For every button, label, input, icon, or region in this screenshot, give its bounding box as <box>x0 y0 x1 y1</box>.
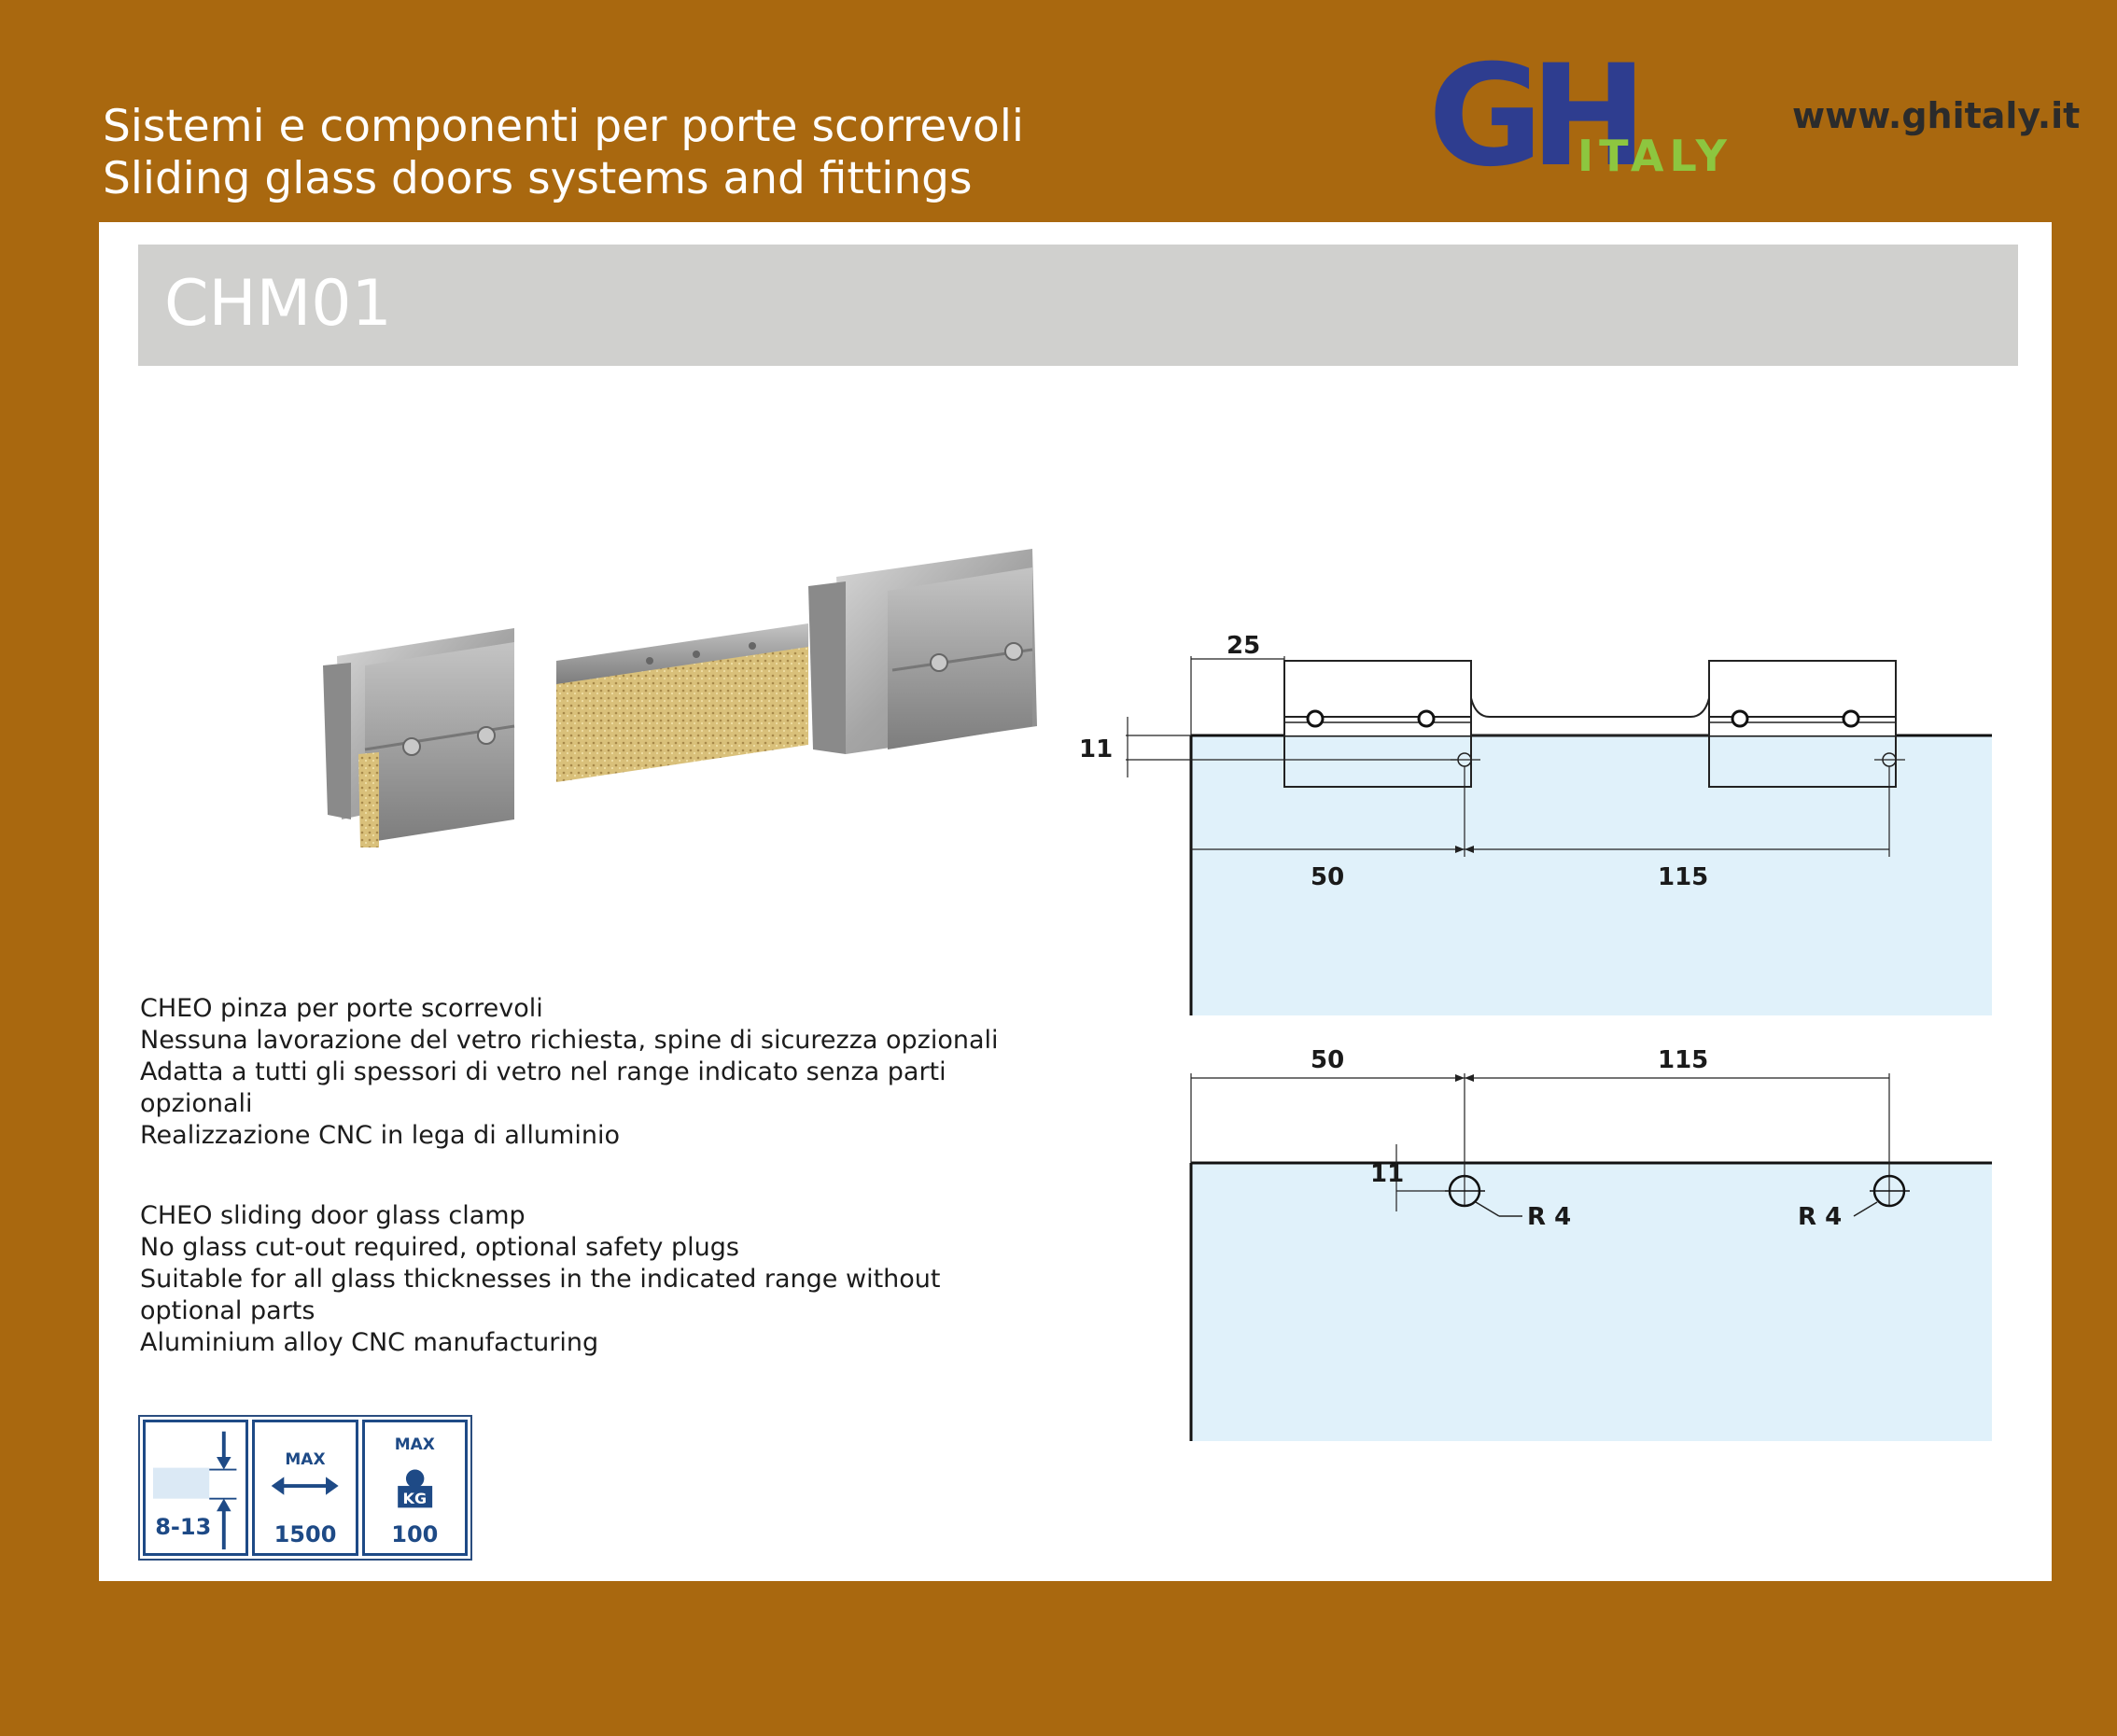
logo-main-text: GH <box>1428 54 1634 180</box>
logo-sub-text: ITALY <box>1577 131 1732 180</box>
title-bar: CHM01 <box>138 245 2018 366</box>
desc-it-line: opzionali <box>140 1089 253 1118</box>
dim-spacing-label: 115 <box>1658 1046 1708 1074</box>
dim-height-label: 11 <box>1370 1160 1404 1188</box>
max-width-value: 1500 <box>273 1521 337 1547</box>
max-width-icon: MAX 1500 <box>252 1420 358 1556</box>
radius-left-label: R 4 <box>1527 1203 1571 1231</box>
desc-en-line: Suitable for all glass thicknesses in th… <box>140 1265 941 1294</box>
desc-it-line: Realizzazione CNC in lega di alluminio <box>140 1121 620 1150</box>
desc-en-line: optional parts <box>140 1296 315 1325</box>
dim-left-label: 50 <box>1311 1046 1344 1074</box>
header-title-it: Sistemi e componenti per porte scorrevol… <box>103 101 1024 152</box>
max-weight-label: MAX <box>394 1435 435 1454</box>
technical-drawing-bottom: 50 115 11 R 4 R 4 <box>1189 1046 1992 1441</box>
dim-offset-label: 25 <box>1227 632 1260 660</box>
desc-it-line: Nessuna lavorazione del vetro richiesta,… <box>140 1026 999 1055</box>
max-width-label: MAX <box>285 1450 326 1469</box>
gh-italy-logo: GH ITALY <box>1428 54 1732 180</box>
website-link[interactable]: www.ghitaly.it <box>1792 95 2081 136</box>
max-weight-icon: MAX KG 100 <box>361 1420 468 1556</box>
desc-en-line: Aluminium alloy CNC manufacturing <box>140 1328 599 1357</box>
desc-en-line: No glass cut-out required, optional safe… <box>140 1233 739 1262</box>
max-weight-value: 100 <box>391 1521 439 1547</box>
product-code: CHM01 <box>164 267 392 341</box>
desc-it-line: CHEO pinza per porte scorrevoli <box>140 994 543 1023</box>
technical-drawing-top: 25 11 50 115 <box>1079 632 1992 1015</box>
product-image <box>323 549 1037 847</box>
desc-it-line: Adatta a tutti gli spessori di vetro nel… <box>140 1057 946 1086</box>
spec-icons: 8-13 MAX 1500 MAX KG 100 <box>138 1415 472 1561</box>
glass-thickness-icon: 8-13 <box>143 1420 249 1556</box>
header-title-en: Sliding glass doors systems and fittings <box>103 153 973 204</box>
desc-en-line: CHEO sliding door glass clamp <box>140 1201 526 1230</box>
content-panel: CHM01 <box>99 222 2052 1581</box>
thickness-value: 8-13 <box>155 1514 212 1540</box>
dim-left-label: 50 <box>1311 863 1344 891</box>
max-weight-unit: KG <box>402 1490 428 1507</box>
description-italian: CHEO pinza per porte scorrevoli Nessuna … <box>140 993 999 1152</box>
dim-spacing-label: 115 <box>1658 863 1708 891</box>
radius-right-label: R 4 <box>1798 1203 1842 1231</box>
description-english: CHEO sliding door glass clamp No glass c… <box>140 1200 941 1359</box>
dim-height-label: 11 <box>1079 735 1113 763</box>
